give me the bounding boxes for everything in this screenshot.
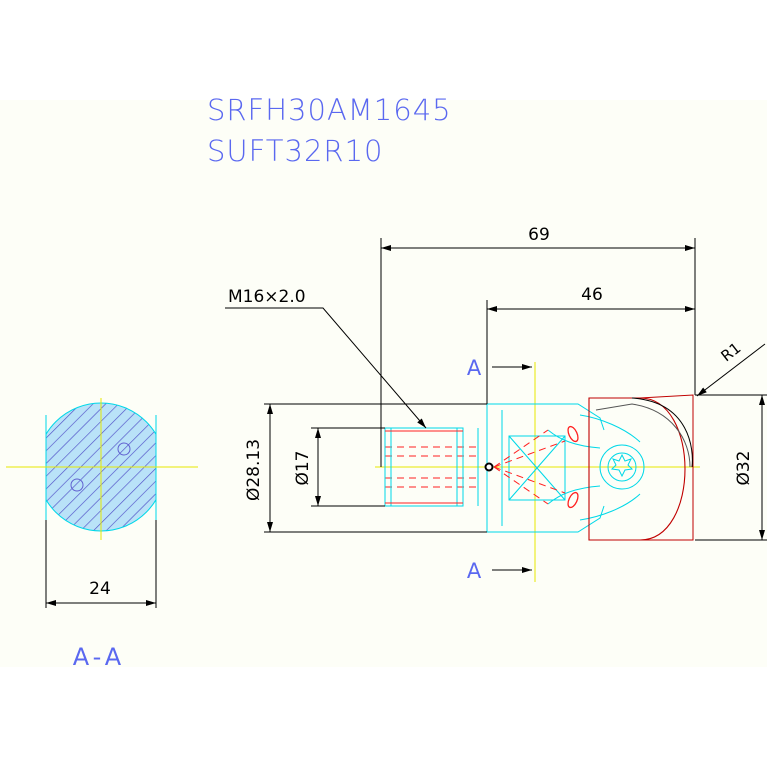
main-view: 69 46 M16×2.0 Ø28.13 Ø17 Ø32 R1 A A [225,225,767,583]
dim-28-label: Ø28.13 [244,439,264,501]
torx-screw [599,444,645,490]
model-title-line2: SUFT32R10 [207,134,384,168]
section-marker-bottom: A [467,559,482,583]
radius-label: R1 [718,339,745,365]
dim-46-label: 46 [581,285,603,305]
section-caption: A-A [73,643,125,671]
model-title-line1: SRFH30AM1645 [207,93,452,127]
dimension-lines [225,238,767,573]
threaded-shank [384,427,464,507]
coolant-hole-upper [567,425,579,443]
radius-leader [696,343,766,397]
holder-body [477,403,641,533]
insert-cutting-edge [631,397,693,468]
dim-24-label: 24 [89,579,111,599]
thread-leader [225,307,427,429]
dim-17-label: Ø17 [293,450,313,485]
thread-label: M16×2.0 [228,287,306,307]
dim-69-label: 69 [528,225,550,245]
coolant-hole-lower [567,491,579,509]
section-hole-upper [117,442,131,456]
section-marker-top: A [467,356,482,380]
dim-32-label: Ø32 [734,450,754,485]
drawing-area [0,100,767,667]
section-view-a-a: 24 A-A [6,398,198,671]
insert [588,394,694,541]
center-point [484,462,494,472]
section-hole-lower [70,478,84,492]
